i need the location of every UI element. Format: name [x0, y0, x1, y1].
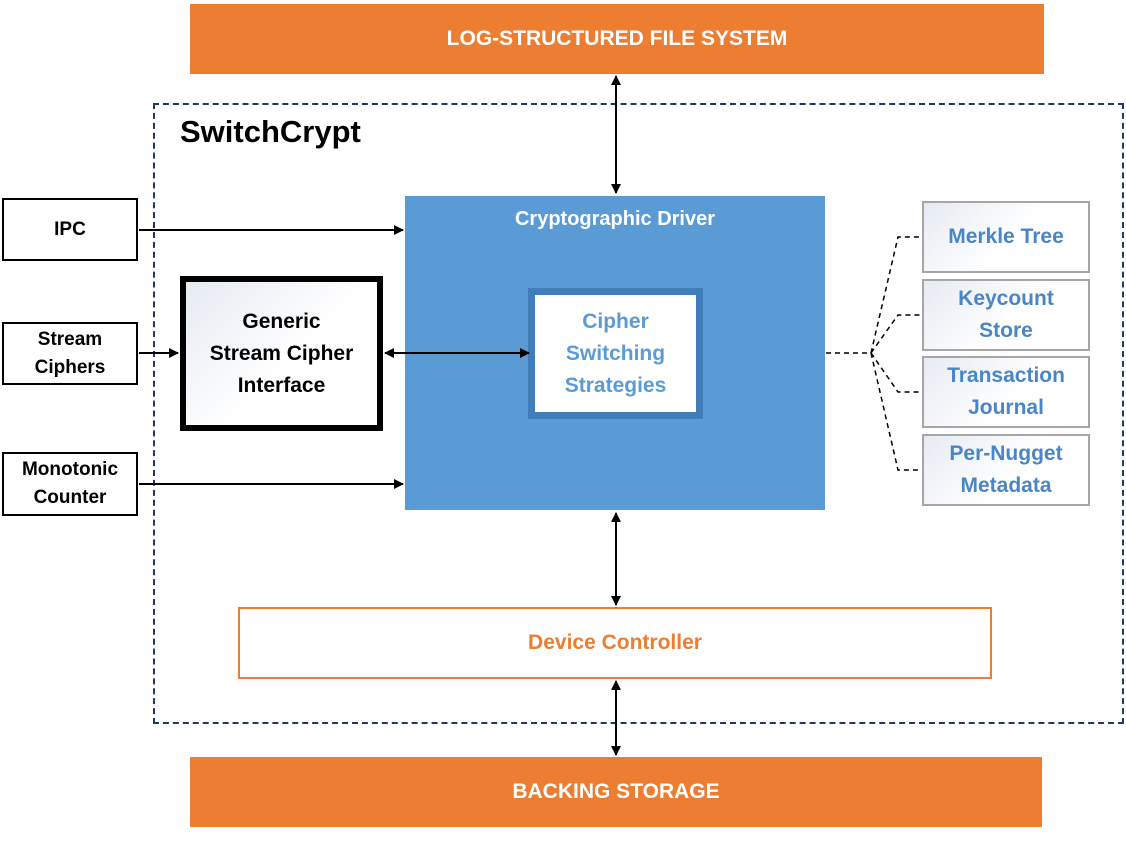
strategies-line2: Switching	[565, 341, 666, 365]
switchcrypt-title: SwitchCrypt	[180, 114, 361, 149]
log-structured-file-system-box: LOG-STRUCTURED FILE SYSTEM	[190, 4, 1044, 74]
keycount-store-box: Keycount Store	[922, 279, 1090, 351]
stream-ciphers-label-line2: Ciphers	[34, 356, 106, 378]
ipc-box: IPC	[2, 198, 138, 261]
per-nugget-metadata-link	[870, 352, 920, 471]
metadata-links	[826, 236, 920, 471]
generic-interface-line1: Generic	[242, 309, 321, 333]
keycount-store-line2: Store	[979, 319, 1033, 342]
device-controller-label: Device Controller	[528, 631, 702, 654]
strategies-line1: Cipher	[582, 309, 649, 333]
stream-ciphers-box: Stream Ciphers	[2, 322, 138, 385]
cipher-switching-strategies-box: Cipher Switching Strategies	[528, 288, 703, 419]
transaction-journal-link	[870, 352, 920, 393]
ipc-label: IPC	[54, 218, 86, 240]
monotonic-counter-label-line2: Counter	[33, 487, 107, 508]
merkle-tree-label: Merkle Tree	[948, 225, 1064, 248]
log-structured-file-system-label: LOG-STRUCTURED FILE SYSTEM	[446, 27, 788, 50]
generic-stream-cipher-interface-box: Generic Stream Cipher Interface	[180, 276, 383, 431]
per-nugget-metadata-line2: Metadata	[960, 474, 1052, 497]
per-nugget-metadata-box: Per-Nugget Metadata	[922, 434, 1090, 506]
generic-interface-line3: Interface	[237, 373, 326, 397]
stream-ciphers-label-line1: Stream	[37, 328, 103, 350]
switchcrypt-container	[153, 103, 1124, 724]
keycount-store-link	[870, 314, 920, 354]
backing-storage-label: BACKING STORAGE	[512, 780, 720, 803]
merkle-tree-link	[870, 236, 920, 354]
per-nugget-metadata-line1: Per-Nugget	[949, 442, 1063, 465]
transaction-journal-box: Transaction Journal	[922, 356, 1090, 428]
cryptographic-driver-label: Cryptographic Driver	[514, 208, 716, 230]
monotonic-counter-label-line1: Monotonic	[21, 459, 119, 480]
strategies-line3: Strategies	[564, 373, 667, 397]
monotonic-counter-box: Monotonic Counter	[2, 452, 138, 516]
merkle-tree-box: Merkle Tree	[922, 201, 1090, 273]
device-controller-box: Device Controller	[238, 607, 992, 679]
transaction-journal-line1: Transaction	[947, 364, 1065, 387]
generic-interface-line2: Stream Cipher	[209, 341, 354, 365]
keycount-store-line1: Keycount	[958, 287, 1054, 310]
backing-storage-box: BACKING STORAGE	[190, 757, 1042, 827]
transaction-journal-line2: Journal	[968, 396, 1044, 419]
